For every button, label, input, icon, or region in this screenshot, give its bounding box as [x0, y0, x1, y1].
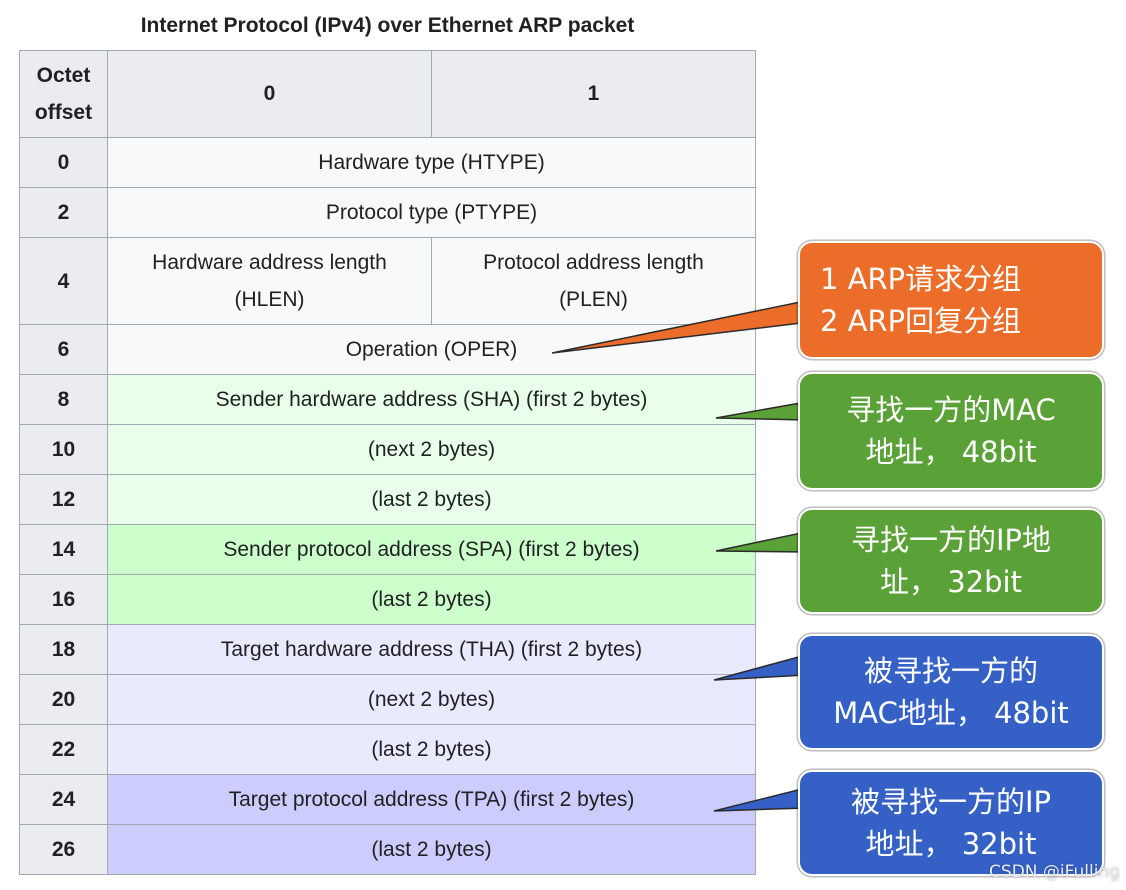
octet-offset: 16 [19, 574, 108, 625]
field-sha-last: (last 2 bytes) [107, 474, 756, 525]
pointer-tpa [713, 787, 807, 812]
field-tha-next: (next 2 bytes) [107, 674, 756, 725]
octet-offset: 26 [19, 824, 108, 875]
table-row: 18 Target hardware address (THA) (first … [19, 624, 756, 675]
field-htype: Hardware type (HTYPE) [107, 137, 756, 188]
callout-sender-mac: 寻找一方的MAC 地址， 48bit [798, 372, 1104, 490]
table-row: 10 (next 2 bytes) [19, 424, 756, 475]
column-0-header: 0 [107, 50, 432, 138]
pointer-sha [715, 401, 807, 421]
watermark: CSDN @iFulling [989, 862, 1120, 882]
table-row: 16 (last 2 bytes) [19, 574, 756, 625]
octet-offset: 0 [19, 137, 108, 188]
table-row: 22 (last 2 bytes) [19, 724, 756, 775]
octet-offset: 4 [19, 237, 108, 325]
field-plen: Protocol address length(PLEN) [431, 237, 756, 325]
pointer-oper [551, 299, 811, 354]
field-tpa-first: Target protocol address (TPA) (first 2 b… [107, 774, 756, 825]
table-row: 6 Operation (OPER) [19, 324, 756, 375]
field-spa-first: Sender protocol address (SPA) (first 2 b… [107, 524, 756, 575]
octet-offset: 8 [19, 374, 108, 425]
field-sha-first: Sender hardware address (SHA) (first 2 b… [107, 374, 756, 425]
diagram-title: Internet Protocol (IPv4) over Ethernet A… [140, 14, 635, 37]
field-ptype: Protocol type (PTYPE) [107, 187, 756, 238]
pointer-tha [713, 654, 807, 681]
octet-offset: 22 [19, 724, 108, 775]
callout-operation: 1 ARP请求分组 2 ARP回复分组 [798, 241, 1104, 359]
callout-sender-ip: 寻找一方的IP地 址， 32bit [798, 508, 1104, 614]
table-row: 20 (next 2 bytes) [19, 674, 756, 725]
octet-offset: 12 [19, 474, 108, 525]
field-sha-next: (next 2 bytes) [107, 424, 756, 475]
callout-target-mac: 被寻找一方的 MAC地址， 48bit [798, 634, 1104, 750]
octet-offset: 18 [19, 624, 108, 675]
field-tpa-last: (last 2 bytes) [107, 824, 756, 875]
table-row: 12 (last 2 bytes) [19, 474, 756, 525]
table-row: 14 Sender protocol address (SPA) (first … [19, 524, 756, 575]
octet-offset: 2 [19, 187, 108, 238]
field-oper: Operation (OPER) [107, 324, 756, 375]
callout-target-ip: 被寻找一方的IP 地址， 32bit [798, 770, 1104, 876]
octet-offset: 10 [19, 424, 108, 475]
octet-offset: 20 [19, 674, 108, 725]
octet-offset: 6 [19, 324, 108, 375]
field-tha-last: (last 2 bytes) [107, 724, 756, 775]
field-tha-first: Target hardware address (THA) (first 2 b… [107, 624, 756, 675]
table-row: 8 Sender hardware address (SHA) (first 2… [19, 374, 756, 425]
table-row: 26 (last 2 bytes) [19, 824, 756, 875]
column-1-header: 1 [431, 50, 756, 138]
pointer-spa [715, 531, 807, 553]
table-row: 4 Hardware address length(HLEN) Protocol… [19, 237, 756, 325]
table-row: 2 Protocol type (PTYPE) [19, 187, 756, 238]
field-hlen: Hardware address length(HLEN) [107, 237, 432, 325]
table-row: 0 Hardware type (HTYPE) [19, 137, 756, 188]
